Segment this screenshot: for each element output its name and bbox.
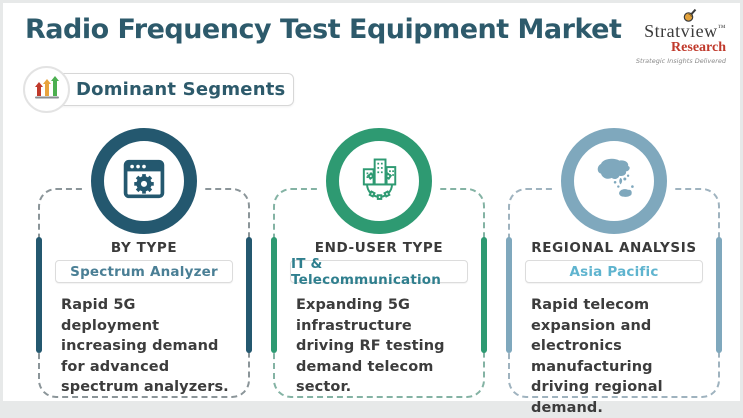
trademark-symbol: ™ xyxy=(717,23,726,32)
slide-background: Radio Frequency Test Equipment Market St… xyxy=(3,3,740,416)
badge-icon-circle xyxy=(23,66,70,113)
logo-tagline: Strategic Insights Delivered xyxy=(635,57,726,65)
card-accent-bar-left xyxy=(36,237,42,353)
card-value-box: IT & Telecommunication xyxy=(290,256,468,288)
page-title: Radio Frequency Test Equipment Market xyxy=(25,14,622,45)
card-end-user-type: END-USER TYPE IT & Telecommunication Exp… xyxy=(271,128,487,398)
card-accent-bar-right xyxy=(481,237,487,353)
rising-arrows-chart-icon xyxy=(33,74,61,106)
card-icon-ring xyxy=(561,128,667,234)
card-value: Asia Pacific xyxy=(569,263,659,280)
buildings-gear-icon xyxy=(353,153,405,209)
card-icon-ring xyxy=(91,128,197,234)
card-accent-bar-right xyxy=(716,237,722,353)
stratview-logo: Stratview™ Research Strategic Insights D… xyxy=(621,8,726,65)
badge-label: Dominant Segments xyxy=(76,79,286,100)
logo-name: Stratview™ xyxy=(644,21,726,41)
card-category-label: BY TYPE xyxy=(110,240,178,256)
card-value-box: Spectrum Analyzer xyxy=(55,260,233,283)
card-accent-bar-right xyxy=(246,237,252,353)
card-description: Rapid telecom expansion and electronics … xyxy=(531,297,663,416)
card-description: Rapid 5G deployment increasing demand fo… xyxy=(61,297,229,396)
card-value-box: Asia Pacific xyxy=(525,260,703,283)
card-regional-analysis: REGIONAL ANALYSIS Asia Pacific Rapid tel… xyxy=(506,128,722,416)
magnifier-icon xyxy=(682,8,698,28)
card-value: Spectrum Analyzer xyxy=(70,263,218,280)
card-accent-bar-left xyxy=(506,237,512,353)
dominant-segments-badge: Dominant Segments xyxy=(47,73,294,106)
card-description: Expanding 5G infrastructure driving RF t… xyxy=(296,297,445,396)
card-accent-bar-left xyxy=(271,237,277,353)
card-value: IT & Telecommunication xyxy=(291,255,442,288)
asia-pacific-map-icon xyxy=(588,153,640,209)
logo-subname: Research xyxy=(671,40,726,55)
browser-gear-icon xyxy=(118,153,170,209)
card-category-label: REGIONAL ANALYSIS xyxy=(531,240,697,256)
card-category-label: END-USER TYPE xyxy=(314,240,444,256)
card-icon-ring xyxy=(326,128,432,234)
card-by-type: BY TYPE Spectrum Analyzer Rapid 5G deplo… xyxy=(36,128,252,398)
